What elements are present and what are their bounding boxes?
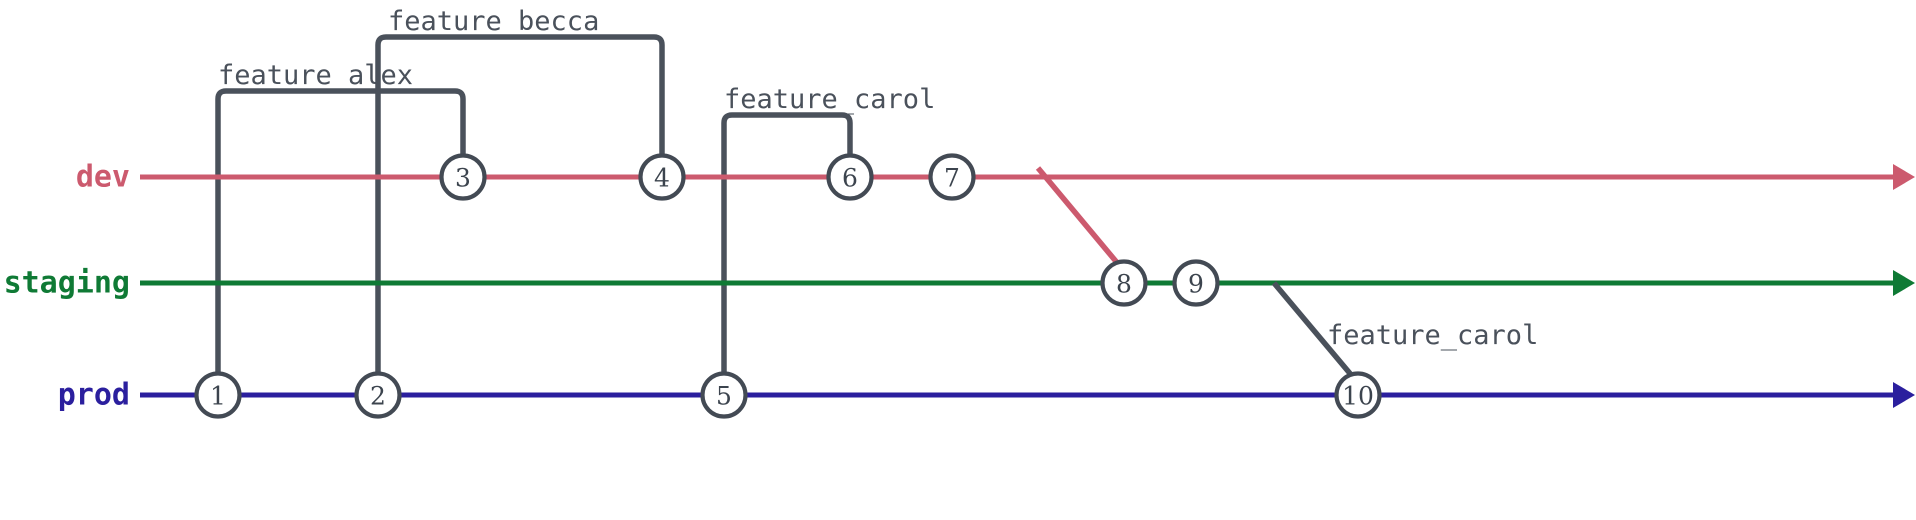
branch-label-feature_alex: feature_alex: [218, 60, 413, 91]
commit-circle-5: [700, 371, 748, 419]
commit-circle-6: [826, 153, 874, 201]
lane-layer: [140, 164, 1915, 408]
branch-path-feature_alex: [215, 88, 466, 395]
commit-node-9[interactable]: 9: [1172, 259, 1220, 307]
commit-circle-1: [194, 371, 242, 419]
lane-dev[interactable]: [140, 164, 1915, 190]
commit-label-9: 9: [1188, 270, 1204, 299]
commit-circle-10: [1334, 371, 1382, 419]
lane-arrowhead-prod: [1893, 382, 1915, 408]
commit-label-4: 4: [654, 164, 670, 193]
commit-circle-8: [1100, 259, 1148, 307]
commit-circle-4: [638, 153, 686, 201]
branch-path-feature_carol: [721, 112, 853, 395]
commit-node-8[interactable]: 8: [1100, 259, 1148, 307]
merge-line-dev-to-staging: [1035, 166, 1127, 273]
lane-label-prod: prod: [58, 378, 130, 413]
commit-node-7[interactable]: 7: [928, 153, 976, 201]
merge-line-staging-to-prod-feature-carol: [1271, 281, 1361, 385]
lane-label-dev: dev: [76, 160, 130, 195]
commit-label-3: 3: [455, 164, 471, 193]
text-label-layer: dev staging prod feature_alex feature_beccaf…: [4, 6, 1539, 413]
commit-label-5: 5: [716, 382, 732, 411]
branch-label-feature_becca: feature_becca: [388, 6, 599, 37]
lane-arrowhead-staging: [1893, 270, 1915, 296]
commit-label-6: 6: [842, 164, 858, 193]
commit-label-8: 8: [1116, 270, 1132, 299]
branch-path-feature_becca: [375, 34, 665, 395]
commit-node-1[interactable]: 1: [194, 371, 242, 419]
merge-staging-to-prod-feature-carol[interactable]: [1271, 281, 1361, 385]
merge-label-staging-to-prod-feature-carol: feature_carol: [1327, 320, 1538, 351]
feature-branch-layer: [215, 34, 853, 395]
lane-prod[interactable]: [140, 382, 1915, 408]
lane-staging[interactable]: [140, 270, 1915, 296]
commit-circle-3: [439, 153, 487, 201]
commit-node-5[interactable]: 5: [700, 371, 748, 419]
commit-circle-9: [1172, 259, 1220, 307]
lane-label-staging: staging: [4, 266, 130, 301]
commit-circle-2: [354, 371, 402, 419]
commit-node-10[interactable]: 10: [1334, 371, 1382, 419]
commit-node-3[interactable]: 3: [439, 153, 487, 201]
commit-node-6[interactable]: 6: [826, 153, 874, 201]
branch-label-feature_carol: feature_carol: [724, 84, 935, 115]
feature-branch-feature_becca[interactable]: [375, 34, 665, 395]
merge-layer: [1035, 166, 1361, 385]
lane-arrowhead-dev: [1893, 164, 1915, 190]
merge-dev-to-staging[interactable]: [1035, 166, 1127, 273]
commit-circle-7: [928, 153, 976, 201]
commit-label-10: 10: [1342, 382, 1374, 411]
commit-label-2: 2: [370, 382, 386, 411]
feature-branch-feature_carol[interactable]: [721, 112, 853, 395]
commit-label-7: 7: [944, 164, 960, 193]
commit-node-2[interactable]: 2: [354, 371, 402, 419]
commit-node-layer: 1 2 3 4 5 6 7 8 9 10: [194, 153, 1382, 419]
commit-node-4[interactable]: 4: [638, 153, 686, 201]
feature-branch-feature_alex[interactable]: [215, 88, 466, 395]
commit-label-1: 1: [210, 382, 226, 411]
